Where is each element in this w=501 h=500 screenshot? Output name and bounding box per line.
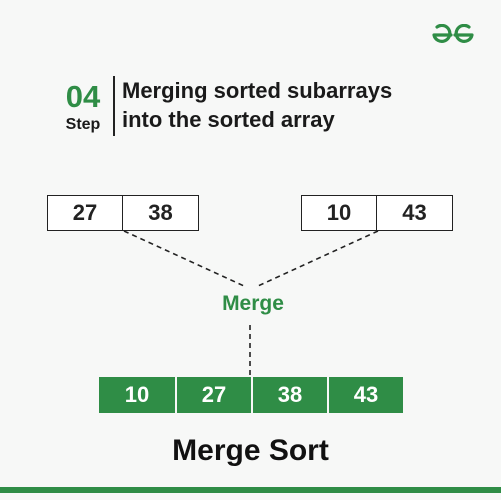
step-title-line-1: Merging sorted subarrays [122, 78, 393, 103]
result-cell: 27 [175, 377, 251, 413]
merge-label: Merge [222, 292, 284, 315]
left-connector-line [123, 230, 245, 287]
left-subarray-cell: 27 [47, 195, 123, 231]
footer-title: Merge Sort [172, 434, 329, 467]
result-cell: 10 [99, 377, 175, 413]
step-title: Merging sorted subarrays into the sorted… [122, 76, 462, 134]
right-subarray-cell: 43 [377, 195, 453, 231]
right-connector-line [257, 230, 379, 287]
right-subarray: 10 43 [301, 195, 453, 231]
step-number: 04 [65, 79, 101, 114]
sorted-result-array: 10 27 38 43 [99, 377, 403, 413]
bottom-accent-bar [0, 487, 501, 493]
step-title-line-2: into the sorted array [122, 107, 335, 132]
left-subarray: 27 38 [47, 195, 199, 231]
right-subarray-cell: 10 [301, 195, 377, 231]
geeksforgeeks-logo-icon [432, 24, 474, 43]
result-cell: 43 [327, 377, 403, 413]
step-divider [113, 76, 115, 136]
left-subarray-cell: 38 [123, 195, 199, 231]
step-label: Step [65, 116, 101, 133]
result-cell: 38 [251, 377, 327, 413]
